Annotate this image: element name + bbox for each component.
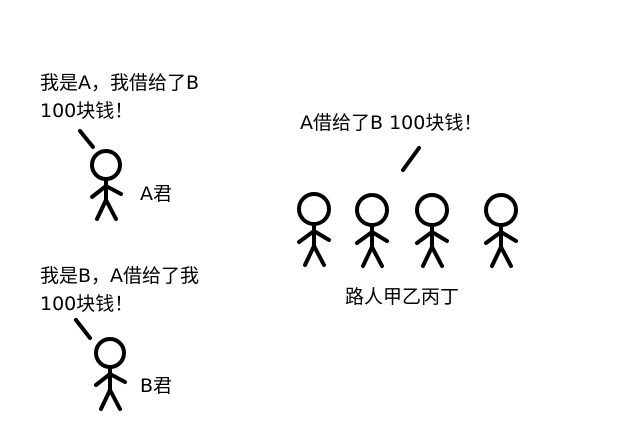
speech-a-line1: 我是A，我借给了B (40, 72, 200, 94)
stick-figure-b (94, 337, 127, 411)
speech-tick-a (78, 129, 95, 149)
name-label-b: B君 (140, 375, 173, 397)
stick-figure-bystander-1 (297, 192, 331, 267)
speech-tick-bystanders (401, 146, 421, 172)
stick-figure-bystander-4 (484, 193, 518, 268)
speech-b-line1: 我是B，A借给了我 (40, 265, 200, 287)
name-label-a: A君 (140, 183, 172, 205)
stick-figure-bystander-3 (415, 193, 449, 268)
stick-figure-a (90, 149, 123, 221)
stick-figure-bystander-2 (355, 193, 389, 268)
speech-a-line2: 100块钱！ (40, 100, 134, 122)
bystander-group-label: 路人甲乙丙丁 (345, 286, 460, 308)
speech-b-line2: 100块钱！ (40, 293, 134, 315)
bystander-speech: A借给了B 100块钱！ (300, 112, 483, 134)
speech-tick-b (74, 318, 92, 340)
